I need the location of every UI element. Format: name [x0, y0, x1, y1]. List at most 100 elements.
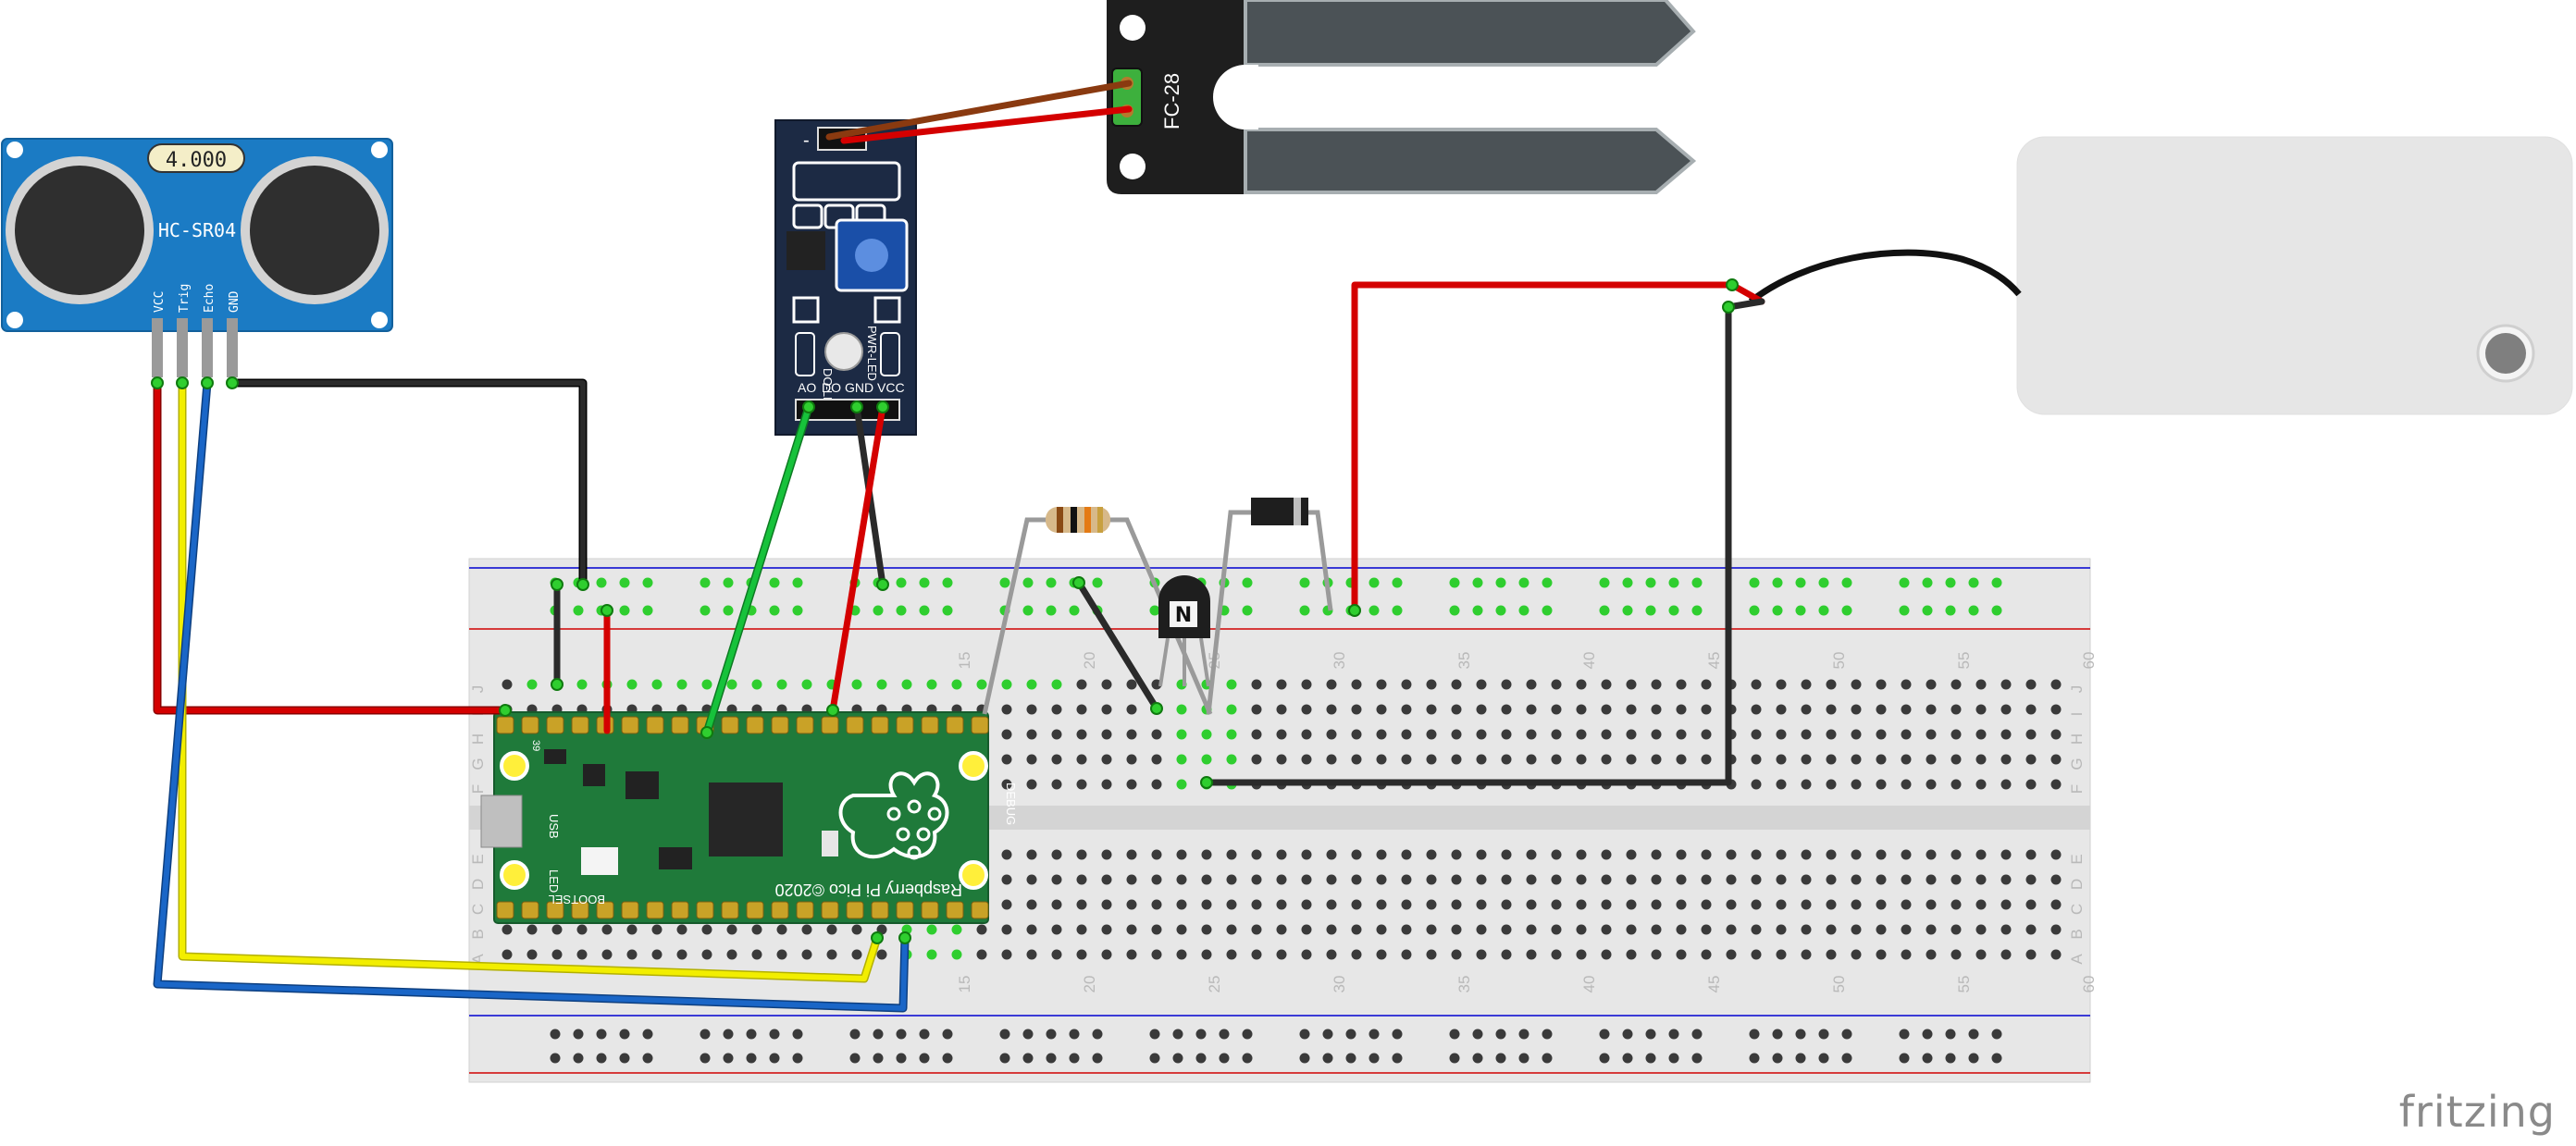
breadboard-rail-hole[interactable] — [1968, 577, 1979, 588]
breadboard-rail-hole[interactable] — [1172, 1029, 1183, 1040]
breadboard-hole[interactable] — [1726, 849, 1737, 860]
breadboard-rail-hole[interactable] — [919, 1053, 930, 1064]
breadboard-rail-hole[interactable] — [1299, 577, 1310, 588]
breadboard-hole[interactable] — [1426, 849, 1437, 860]
breadboard-hole[interactable] — [1376, 849, 1387, 860]
breadboard-hole[interactable] — [1801, 899, 1812, 910]
breadboard-hole[interactable] — [926, 924, 937, 935]
breadboard-rail-hole[interactable] — [700, 1053, 711, 1064]
breadboard-hole[interactable] — [1501, 949, 1512, 960]
breadboard-rail-hole[interactable] — [573, 1029, 584, 1040]
pico-pin[interactable] — [746, 901, 764, 919]
breadboard-hole[interactable] — [1726, 949, 1737, 960]
breadboard-hole[interactable] — [551, 949, 563, 960]
breadboard-rail-hole[interactable] — [849, 1053, 861, 1064]
breadboard-hole[interactable] — [1401, 874, 1412, 885]
breadboard-rail-hole[interactable] — [1945, 577, 1956, 588]
breadboard-hole[interactable] — [1626, 679, 1637, 690]
breadboard-rail-hole[interactable] — [1991, 605, 2002, 616]
breadboard-hole[interactable] — [1801, 704, 1812, 715]
breadboard-rail-hole[interactable] — [1668, 577, 1679, 588]
breadboard-rail-hole[interactable] — [1392, 1053, 1403, 1064]
breadboard-rail-hole[interactable] — [1968, 1029, 1979, 1040]
breadboard-hole[interactable] — [1676, 949, 1687, 960]
breadboard-rail-hole[interactable] — [1046, 1029, 1057, 1040]
wire-endpoint[interactable] — [601, 604, 613, 617]
breadboard-hole[interactable] — [726, 949, 737, 960]
breadboard-hole[interactable] — [1701, 924, 1712, 935]
breadboard-rail-hole[interactable] — [746, 1053, 757, 1064]
breadboard-hole[interactable] — [1576, 704, 1587, 715]
breadboard-hole[interactable] — [1401, 729, 1412, 740]
breadboard-rail-hole[interactable] — [550, 1053, 561, 1064]
breadboard-rail-hole[interactable] — [1092, 577, 1103, 588]
breadboard-hole[interactable] — [1351, 754, 1362, 765]
breadboard-hole[interactable] — [1026, 779, 1037, 790]
breadboard-hole[interactable] — [1301, 704, 1312, 715]
breadboard-rail-hole[interactable] — [1691, 605, 1703, 616]
breadboard-rail-hole[interactable] — [1668, 605, 1679, 616]
pico-pin[interactable] — [796, 716, 814, 734]
breadboard-hole[interactable] — [1026, 949, 1037, 960]
breadboard-rail-hole[interactable] — [1149, 1029, 1160, 1040]
breadboard-hole[interactable] — [1251, 704, 1262, 715]
breadboard-rail-hole[interactable] — [1092, 1053, 1103, 1064]
breadboard-hole[interactable] — [1676, 754, 1687, 765]
breadboard-hole[interactable] — [1001, 899, 1012, 910]
breadboard-hole[interactable] — [1626, 754, 1637, 765]
breadboard-hole[interactable] — [1776, 779, 1787, 790]
breadboard-rail-hole[interactable] — [1899, 1029, 1910, 1040]
breadboard-hole[interactable] — [1926, 849, 1937, 860]
breadboard-hole[interactable] — [1676, 924, 1687, 935]
breadboard-hole[interactable] — [1626, 949, 1637, 960]
breadboard-hole[interactable] — [1201, 849, 1212, 860]
breadboard-hole[interactable] — [1926, 779, 1937, 790]
breadboard-hole[interactable] — [1801, 729, 1812, 740]
breadboard-rail-hole[interactable] — [1022, 1029, 1034, 1040]
breadboard-rail-hole[interactable] — [1922, 605, 1933, 616]
breadboard-hole[interactable] — [1201, 754, 1212, 765]
breadboard-rail-hole[interactable] — [1645, 1053, 1656, 1064]
breadboard-rail-hole[interactable] — [1472, 1029, 1483, 1040]
breadboard-hole[interactable] — [851, 949, 862, 960]
breadboard-rail-hole[interactable] — [700, 577, 711, 588]
pico-pin[interactable] — [671, 716, 689, 734]
breadboard-hole[interactable] — [1401, 924, 1412, 935]
breadboard-hole[interactable] — [1776, 754, 1787, 765]
breadboard-rail-hole[interactable] — [1449, 1053, 1460, 1064]
breadboard-rail-hole[interactable] — [1841, 577, 1852, 588]
breadboard-hole[interactable] — [1151, 754, 1162, 765]
breadboard-rail-hole[interactable] — [1795, 1029, 1806, 1040]
breadboard-rail-hole[interactable] — [1622, 1053, 1633, 1064]
breadboard-hole[interactable] — [1251, 899, 1262, 910]
breadboard-rail-hole[interactable] — [619, 605, 630, 616]
breadboard-hole[interactable] — [1251, 924, 1262, 935]
breadboard-hole[interactable] — [1126, 899, 1137, 910]
breadboard-rail-hole[interactable] — [619, 577, 630, 588]
breadboard-hole[interactable] — [1426, 679, 1437, 690]
breadboard-hole[interactable] — [1601, 924, 1612, 935]
breadboard-hole[interactable] — [1776, 679, 1787, 690]
breadboard-hole[interactable] — [1926, 899, 1937, 910]
breadboard-hole[interactable] — [1776, 874, 1787, 885]
breadboard-rail-hole[interactable] — [1818, 605, 1829, 616]
breadboard-hole[interactable] — [1301, 874, 1312, 885]
pico-pin[interactable] — [896, 716, 914, 734]
breadboard-rail-hole[interactable] — [700, 1029, 711, 1040]
breadboard-hole[interactable] — [1951, 754, 1962, 765]
breadboard-hole[interactable] — [1151, 779, 1162, 790]
breadboard-hole[interactable] — [1476, 729, 1487, 740]
breadboard-hole[interactable] — [2050, 679, 2062, 690]
breadboard-hole[interactable] — [1001, 729, 1012, 740]
breadboard-rail-hole[interactable] — [1022, 1053, 1034, 1064]
breadboard-hole[interactable] — [876, 949, 887, 960]
breadboard-hole[interactable] — [701, 924, 712, 935]
breadboard-hole[interactable] — [1126, 679, 1137, 690]
breadboard-hole[interactable] — [1601, 679, 1612, 690]
breadboard-rail-hole[interactable] — [919, 577, 930, 588]
wire-endpoint[interactable] — [176, 376, 189, 389]
breadboard-hole[interactable] — [1451, 949, 1462, 960]
breadboard-hole[interactable] — [1876, 849, 1887, 860]
breadboard-rail-hole[interactable] — [1968, 1053, 1979, 1064]
breadboard-hole[interactable] — [526, 679, 538, 690]
